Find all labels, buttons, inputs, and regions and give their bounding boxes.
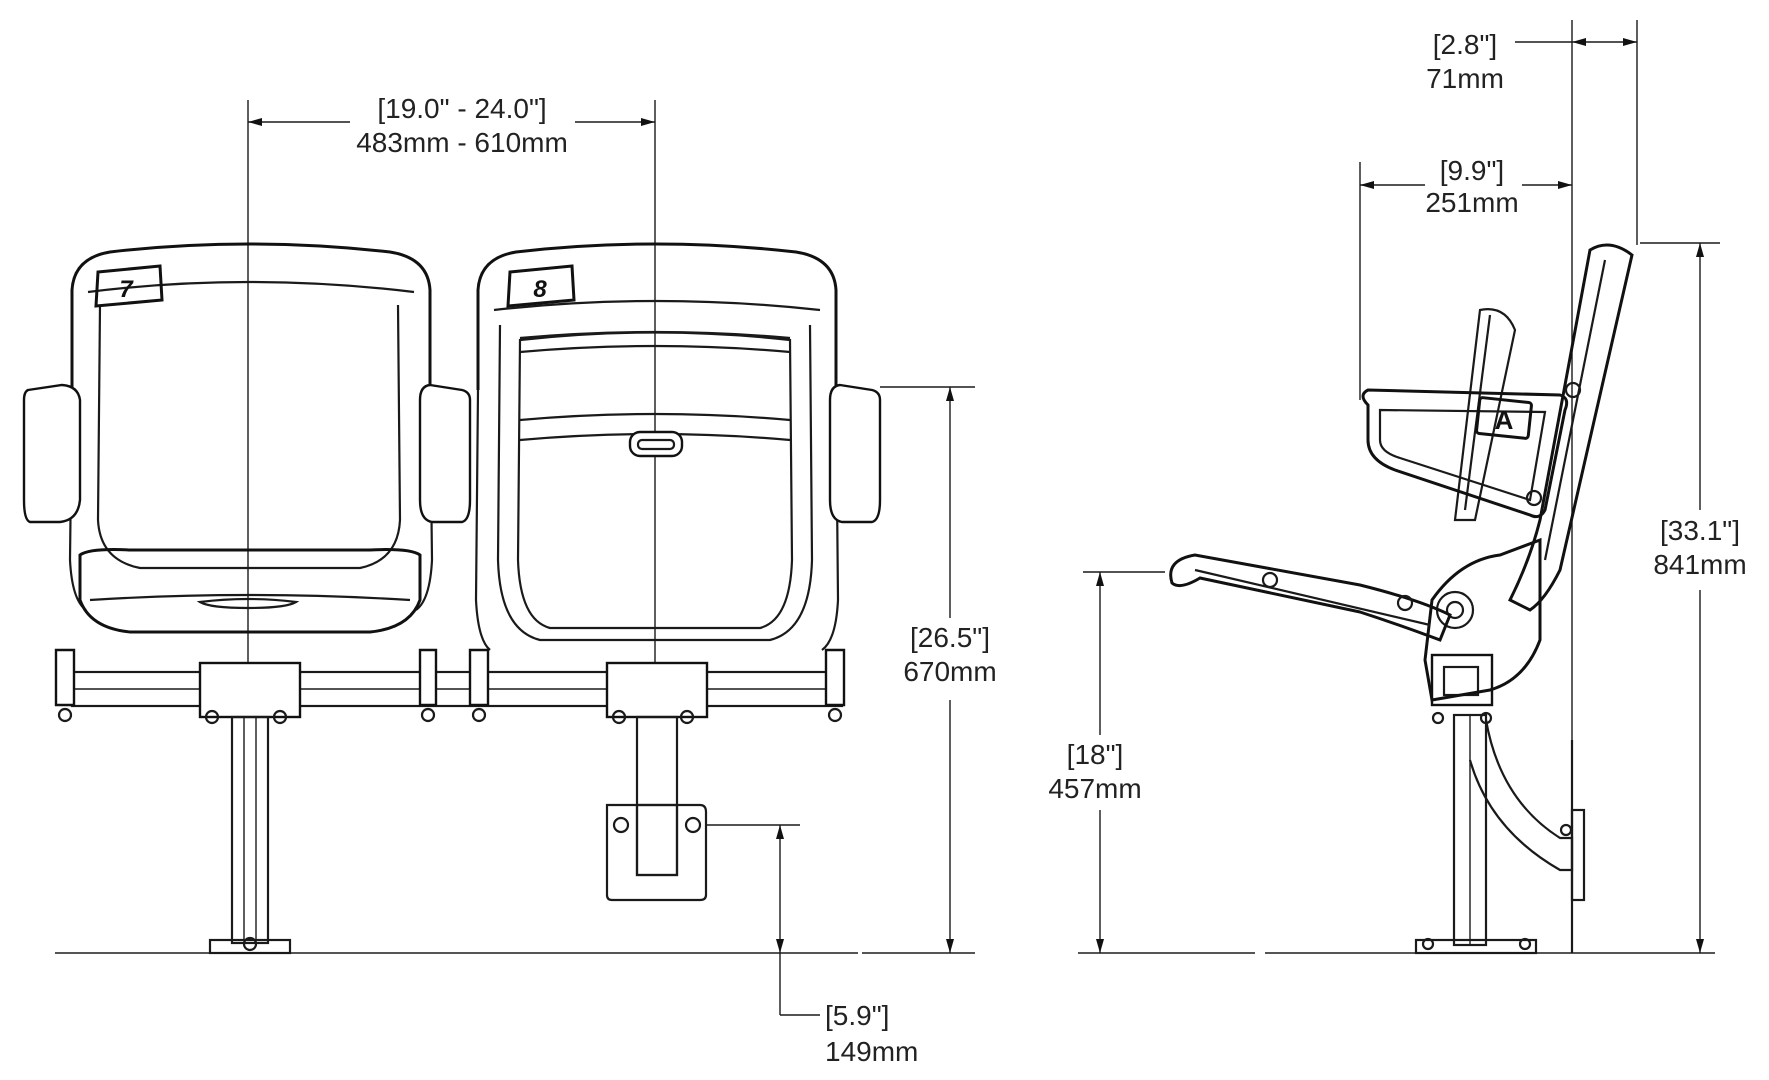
front-beam <box>54 648 846 723</box>
front-stanchion-riser <box>605 661 709 902</box>
armrest-height-mm: 670mm <box>903 656 996 687</box>
riser-height-inches: [5.9"] <box>825 1000 889 1031</box>
front-stanchion-floor <box>198 661 302 955</box>
dim-seat-height: [18"] 457mm <box>1048 571 1165 953</box>
seat-height-mm: 457mm <box>1048 773 1141 804</box>
row-letter-plate: A <box>1475 396 1533 440</box>
side-seat-pan <box>1169 553 1452 642</box>
dim-folded-depth: [9.9"] 251mm <box>1360 155 1572 218</box>
armrest-height-inches: [26.5"] <box>910 622 990 653</box>
side-pedestal <box>1414 653 1586 955</box>
seat-8: 8 <box>474 242 882 651</box>
seat-height-inches: [18"] <box>1067 739 1124 770</box>
seat-7: 7 <box>22 242 472 634</box>
folded-depth-inches: [9.9"] <box>1440 155 1504 186</box>
overall-height-inches: [33.1"] <box>1660 515 1740 546</box>
front-view: 7 8 <box>22 93 997 1067</box>
overall-height-mm: 841mm <box>1653 549 1746 580</box>
side-view: A [18"] 457mm [33.1"] 841mm <box>1048 20 1747 955</box>
side-armrest: A <box>1361 388 1569 519</box>
row-letter: A <box>1495 405 1514 435</box>
dim-back-offset: [2.8"] 71mm <box>1426 29 1637 94</box>
seat-8-number: 8 <box>533 276 547 303</box>
seat-7-number-plate: 7 <box>94 264 164 308</box>
riser-height-mm: 149mm <box>825 1036 918 1067</box>
back-offset-mm: 71mm <box>1426 63 1504 94</box>
back-offset-inches: [2.8"] <box>1433 29 1497 60</box>
seat-spacing-inches: [19.0" - 24.0"] <box>377 93 546 124</box>
folded-depth-mm: 251mm <box>1425 187 1518 218</box>
seat-spacing-mm: 483mm - 610mm <box>356 127 568 158</box>
dim-overall-height: [33.1"] 841mm <box>1640 242 1747 953</box>
dim-seat-spacing: [19.0" - 24.0"] 483mm - 610mm <box>248 93 655 158</box>
seat-7-number: 7 <box>119 276 134 303</box>
dim-armrest-height: [26.5"] 670mm <box>880 386 997 953</box>
seat-8-number-plate: 8 <box>506 264 576 308</box>
dim-riser-height: [5.9"] 149mm <box>706 824 918 1067</box>
